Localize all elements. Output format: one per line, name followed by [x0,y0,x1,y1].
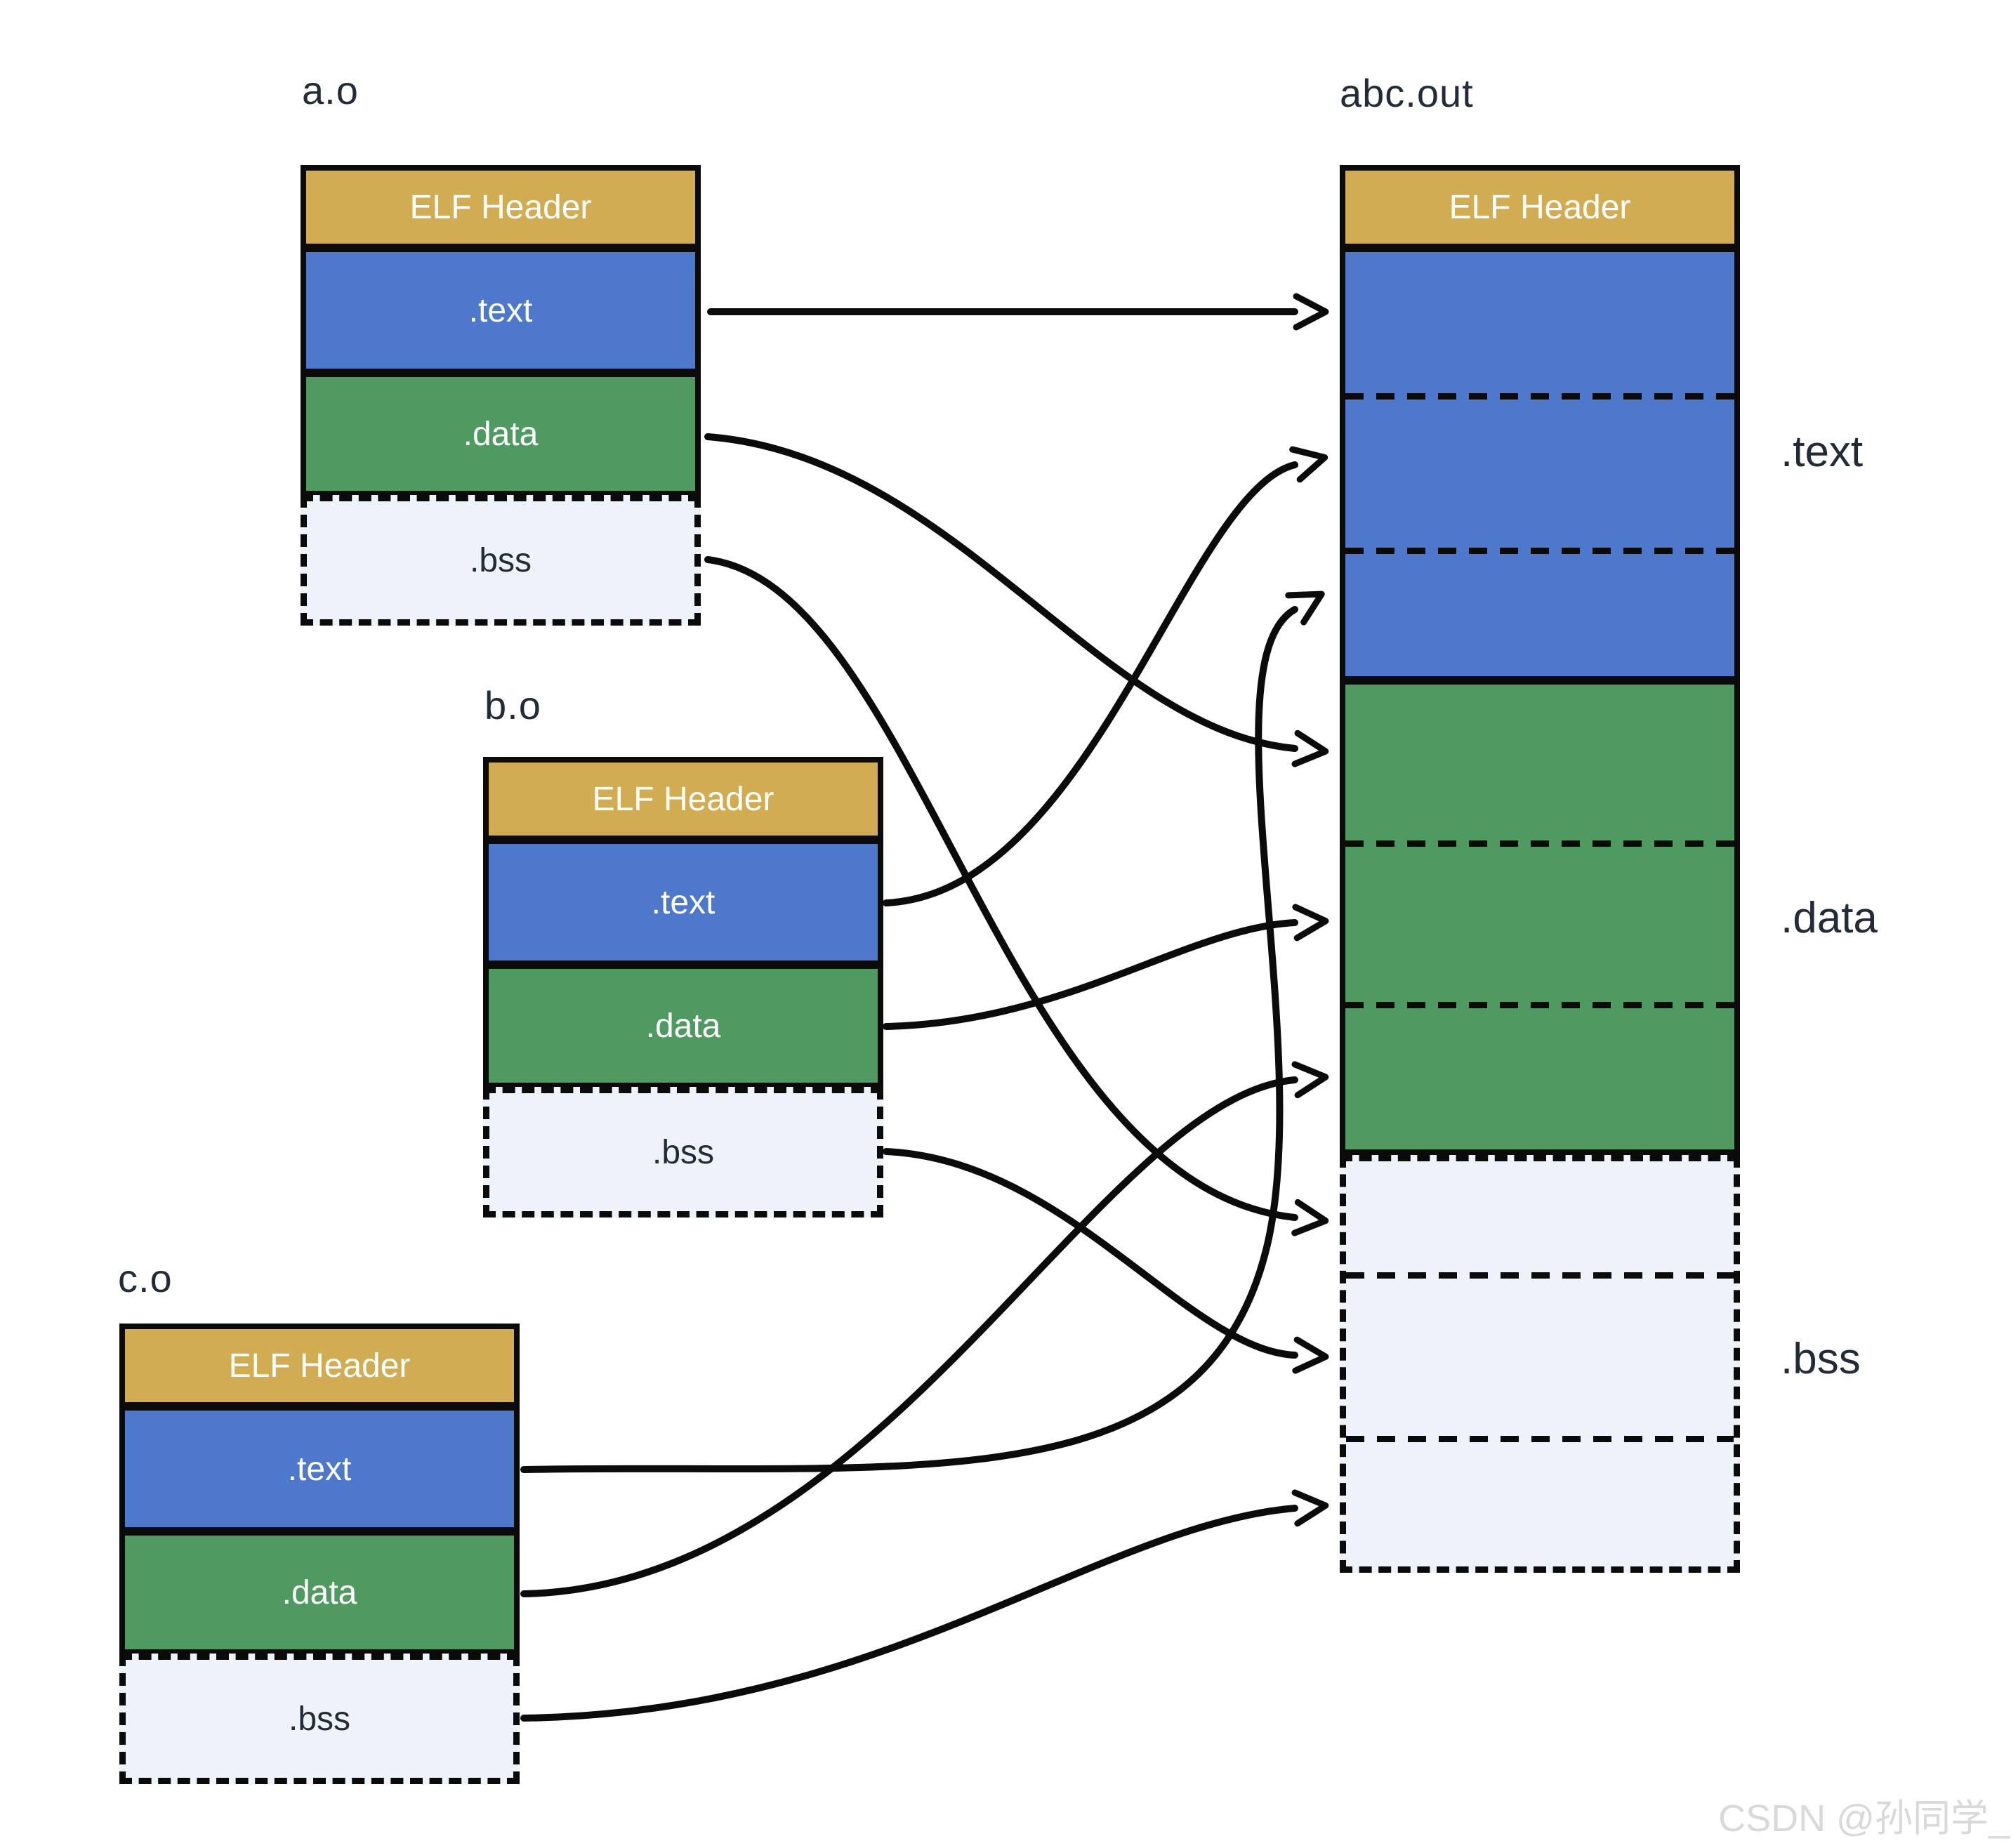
merged-label-text: .text [1781,428,1864,476]
section-text: .text [125,1411,514,1527]
object-file-b-body: ELF Header .text .data [483,757,883,1088]
object-file-b: ELF Header .text .data .bss [483,757,883,1217]
file-title-c: c.o [118,1256,173,1300]
section-bss: .bss [301,495,701,626]
watermark: CSDN @孙同学_ [1718,1797,2010,1840]
bss-split-line-1 [1346,1272,1734,1279]
section-data: .data [306,377,695,491]
section-elf-header: ELF Header [306,171,695,244]
merged-label-bss: .bss [1781,1335,1861,1383]
merged-text-section [1345,252,1734,676]
object-file-c-body: ELF Header .text .data [119,1324,520,1655]
section-text: .text [306,252,695,369]
section-elf-header: ELF Header [489,763,878,836]
file-title-a: a.o [302,68,359,112]
section-bss: .bss [119,1654,520,1784]
object-file-c: ELF Header .text .data .bss [119,1324,520,1784]
object-file-a-body: ELF Header .text .data [301,165,701,496]
output-file-body: ELF Header [1340,165,1740,1155]
text-split-line-1 [1345,393,1734,400]
file-title-b: b.o [484,683,541,727]
section-bss: .bss [483,1087,883,1217]
merged-bss-section [1340,1155,1740,1573]
file-title-out: abc.out [1340,71,1474,115]
connector-c-bss [520,1489,1329,1722]
merged-label-data: .data [1781,894,1878,942]
bss-split-line-2 [1346,1436,1734,1442]
text-split-line-2 [1345,548,1734,554]
connector-b-data [883,904,1329,1030]
section-data: .data [489,969,878,1083]
connector-b-bss [883,1148,1329,1374]
output-file-abc-out: ELF Header [1340,165,1740,1573]
data-split-line-2 [1345,1002,1734,1008]
section-data: .data [125,1536,514,1649]
connector-b-text [883,446,1328,906]
section-text: .text [489,844,878,961]
connector-a-data [704,433,1329,767]
data-split-line-1 [1345,840,1734,847]
section-elf-header: ELF Header [125,1329,514,1402]
section-elf-header: ELF Header [1345,171,1734,244]
object-file-a: ELF Header .text .data .bss [301,165,701,626]
merged-data-section [1345,685,1734,1149]
